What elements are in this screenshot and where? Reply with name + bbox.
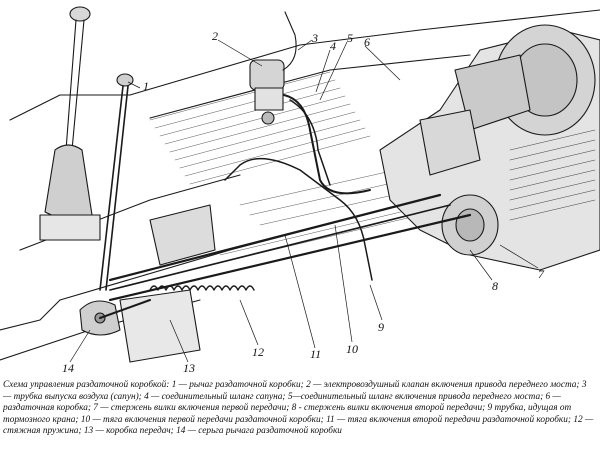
figure-caption: Схема управления раздаточной коробкой: 1…: [3, 380, 594, 437]
callout-8: 8: [492, 279, 498, 293]
gear-shift-lever: [39, 6, 101, 241]
transfer-lever-1: [99, 73, 134, 291]
frame-rail-top: [129, 9, 600, 96]
callout-11: 11: [310, 347, 321, 361]
callout-14: 14: [62, 361, 74, 375]
callout-6: 6: [364, 35, 370, 49]
valve-2: [249, 11, 371, 195]
callout-2: 2: [212, 29, 218, 43]
transfer-box-6: [379, 24, 600, 271]
callout-10: 10: [346, 342, 358, 356]
callout-5: 5: [347, 31, 353, 45]
frame-rail-mid: [149, 54, 471, 119]
callout-13: 13: [183, 361, 195, 375]
pipe-9: [224, 157, 373, 281]
callout-4: 4: [330, 39, 336, 53]
callout-7: 7: [538, 267, 545, 281]
rod-10: [108, 193, 442, 282]
callout-9: 9: [378, 320, 384, 334]
spring-12: [149, 285, 255, 291]
callout-1: 1: [143, 79, 149, 93]
shackle-14: [79, 299, 151, 336]
mechanism-illustration: 1 2 3 4 5 6 7 8 9 10 11 12 13 14: [0, 6, 600, 375]
callout-12: 12: [252, 345, 264, 359]
callout-3: 3: [311, 31, 318, 45]
